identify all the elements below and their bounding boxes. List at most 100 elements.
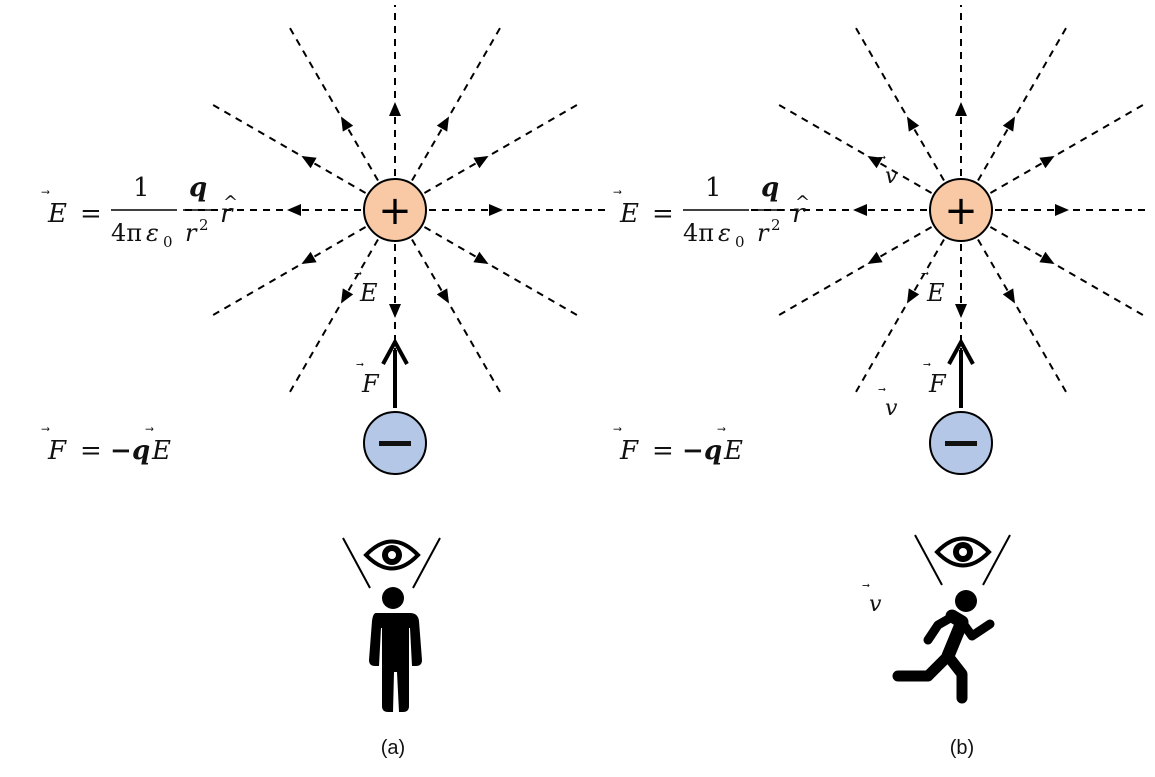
svg-text:⃗: ⃗ (862, 583, 870, 588)
field-arrowhead (907, 288, 920, 304)
svg-text:⃗: ⃗ (717, 427, 726, 431)
positive-charge-a: + (363, 178, 427, 242)
svg-text:⃗: ⃗ (878, 387, 886, 392)
f-formula-a: F ⃗ = − q E ⃗ (41, 427, 171, 466)
svg-text:^: ^ (223, 192, 238, 213)
field-line (212, 104, 367, 194)
field-line (423, 104, 578, 194)
plus-sign: + (944, 188, 978, 234)
standing-person-icon (369, 587, 422, 712)
svg-text:4π: 4π (111, 219, 142, 247)
svg-text:⃗: ⃗ (145, 427, 154, 431)
field-arrowhead (301, 156, 317, 169)
svg-text:⃗: ⃗ (356, 362, 364, 367)
velocity-label-negative: v ⃗ (878, 387, 898, 421)
svg-text:ε: ε (718, 219, 731, 247)
svg-text:⃗: ⃗ (41, 427, 50, 431)
observer-a (342, 537, 441, 712)
field-arrowhead (1002, 116, 1015, 132)
field-arrowhead (867, 156, 883, 169)
q-negative: q (132, 436, 150, 466)
force-arrowhead-b (947, 337, 975, 365)
eye-icon (363, 539, 421, 571)
velocity-label-observer: v ⃗ (862, 583, 882, 617)
negative-charge-a (363, 411, 427, 475)
speed-lines-icon (853, 195, 927, 227)
field-arrowhead (436, 288, 449, 304)
minus-sign (945, 441, 977, 446)
svg-text:=: = (652, 436, 674, 466)
svg-text:r: r (792, 199, 806, 229)
svg-text:E: E (47, 199, 67, 229)
field-line (212, 226, 367, 316)
svg-text:F: F (47, 436, 67, 466)
svg-text:2: 2 (771, 216, 781, 234)
svg-text:0: 0 (163, 233, 173, 251)
force-label-b: F ⃗ (923, 362, 947, 398)
svg-text:v: v (885, 396, 898, 421)
svg-text:=: = (652, 199, 674, 229)
field-arrowhead (341, 288, 354, 304)
q-negative: q (704, 436, 722, 466)
field-lines-a (185, 5, 605, 400)
field-arrowhead (287, 204, 301, 216)
svg-text:−: − (110, 436, 132, 466)
svg-text:⃗: ⃗ (41, 190, 50, 194)
field-line (977, 27, 1067, 182)
minus-sign (379, 441, 411, 446)
field-arrowhead (436, 116, 449, 132)
positive-charge-circle (929, 178, 993, 242)
svg-text:F: F (619, 436, 639, 466)
field-arrowhead (1039, 251, 1055, 264)
speed-lines-icon (853, 427, 927, 459)
svg-text:r: r (185, 219, 198, 247)
observer-b: v ⃗ (836, 534, 1011, 704)
negative-charge-b (929, 411, 993, 475)
field-arrowhead (389, 304, 401, 318)
svg-text:=: = (80, 199, 102, 229)
field-arrowhead (301, 251, 317, 264)
field-arrowhead (955, 304, 967, 318)
panel-b: v ⃗ + E ⃗ F ⃗ v ⃗ (613, 5, 1150, 759)
field-arrowhead (1002, 288, 1015, 304)
svg-text:0: 0 (735, 233, 745, 251)
field-arrowhead (341, 116, 354, 132)
force-arrowhead-a (381, 337, 409, 365)
field-arrowhead (955, 102, 967, 116)
svg-text:r: r (757, 219, 770, 247)
field-line (778, 226, 933, 316)
svg-text:F: F (361, 370, 380, 398)
field-line (423, 226, 578, 316)
field-line (989, 104, 1144, 194)
speed-lines-icon (836, 623, 910, 655)
svg-text:E: E (359, 279, 378, 307)
svg-text:E: E (723, 436, 743, 466)
field-arrowhead (867, 251, 883, 264)
svg-text:E: E (151, 436, 171, 466)
f-formula-b: F ⃗ = − q E ⃗ (613, 427, 743, 466)
field-arrowhead (473, 156, 489, 169)
svg-text:=: = (80, 436, 102, 466)
positive-charge-b: + (929, 178, 993, 242)
eye-icon (934, 536, 992, 568)
field-line (977, 238, 1067, 393)
field-line (989, 226, 1144, 316)
field-arrowhead (489, 204, 503, 216)
svg-text:⃗: ⃗ (613, 427, 622, 431)
running-person-icon (892, 590, 995, 704)
field-line (411, 27, 501, 182)
e-field-label-b: E ⃗ (921, 271, 945, 307)
svg-text:⃗: ⃗ (613, 190, 622, 194)
svg-text:ε: ε (146, 219, 159, 247)
e-formula-a: E ⃗ = 1 4π ε 0 q r 2 r ^ (41, 173, 238, 251)
svg-text:−: − (682, 436, 704, 466)
panel-a: + E ⃗ F ⃗ E ⃗ = 1 4π ε 0 q (41, 5, 605, 759)
svg-text:^: ^ (795, 192, 810, 213)
caption-b: (b) (950, 737, 974, 759)
field-arrowhead (473, 251, 489, 264)
force-label-a: F ⃗ (356, 362, 380, 398)
plus-sign: + (378, 188, 412, 234)
e-formula-b: E ⃗ = 1 4π ε 0 q r 2 r ^ (613, 173, 810, 251)
field-line (411, 238, 501, 393)
